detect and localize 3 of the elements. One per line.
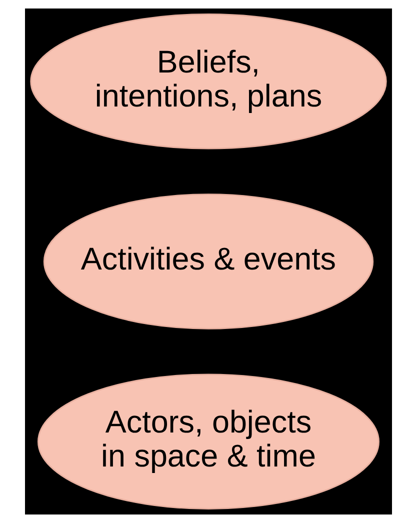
node-ellipse: Activities & events [42,194,374,330]
node-ellipse: Beliefs, intentions, plans [30,14,386,150]
node-ellipse: Actors, objects in space & time [36,374,379,510]
